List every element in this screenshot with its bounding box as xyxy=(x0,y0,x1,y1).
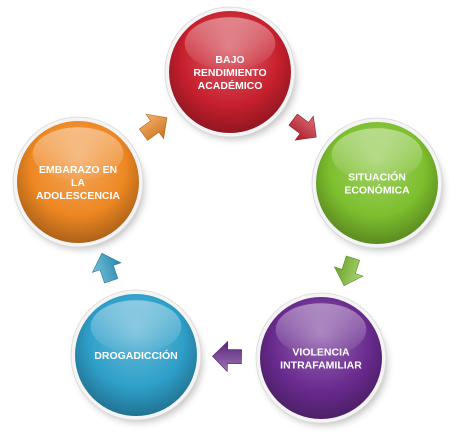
node-label: DROGADICCIÓN xyxy=(94,349,177,362)
node-label: LA xyxy=(71,177,85,189)
node-gloss xyxy=(90,300,182,354)
node-label: INTRAFAMILIAR xyxy=(280,360,362,372)
node-gloss xyxy=(275,303,367,357)
arrow-shape xyxy=(333,255,364,287)
node-gloss xyxy=(184,17,276,71)
arrow-layer xyxy=(91,113,364,373)
node-label: EMBARAZO EN xyxy=(39,164,117,176)
arrow-shape xyxy=(288,113,317,141)
node-label: VIOLENCIA xyxy=(292,347,350,359)
arrow-situacion-economica-to-violencia-intrafamiliar xyxy=(333,255,364,287)
arrow-embarazo-adolescencia-to-bajo-rendimiento xyxy=(138,113,168,141)
arrow-violencia-intrafamiliar-to-drogadiccion xyxy=(212,340,242,373)
arrow-shape xyxy=(91,252,122,284)
arrow-bajo-rendimiento-to-situacion-economica xyxy=(288,113,317,141)
arrow-drogadiccion-to-embarazo-adolescencia xyxy=(91,252,122,284)
node-gloss xyxy=(32,127,124,181)
node-drogadiccion: DROGADICCIÓN xyxy=(70,289,202,421)
node-label: SITUACIÓN xyxy=(348,171,406,184)
node-label: RENDIMIENTO xyxy=(193,67,266,79)
node-label: ADOLESCENCIA xyxy=(36,190,120,202)
node-gloss xyxy=(331,128,423,182)
arrow-shape xyxy=(212,340,242,373)
node-label: BAJO xyxy=(215,54,244,66)
arrow-shape xyxy=(138,113,168,141)
node-label: ACADÉMICO xyxy=(198,79,263,92)
node-label: ECONÓMICA xyxy=(344,184,410,197)
node-layer: BAJORENDIMIENTOACADÉMICOSITUACIÓNECONÓMI… xyxy=(12,6,443,424)
